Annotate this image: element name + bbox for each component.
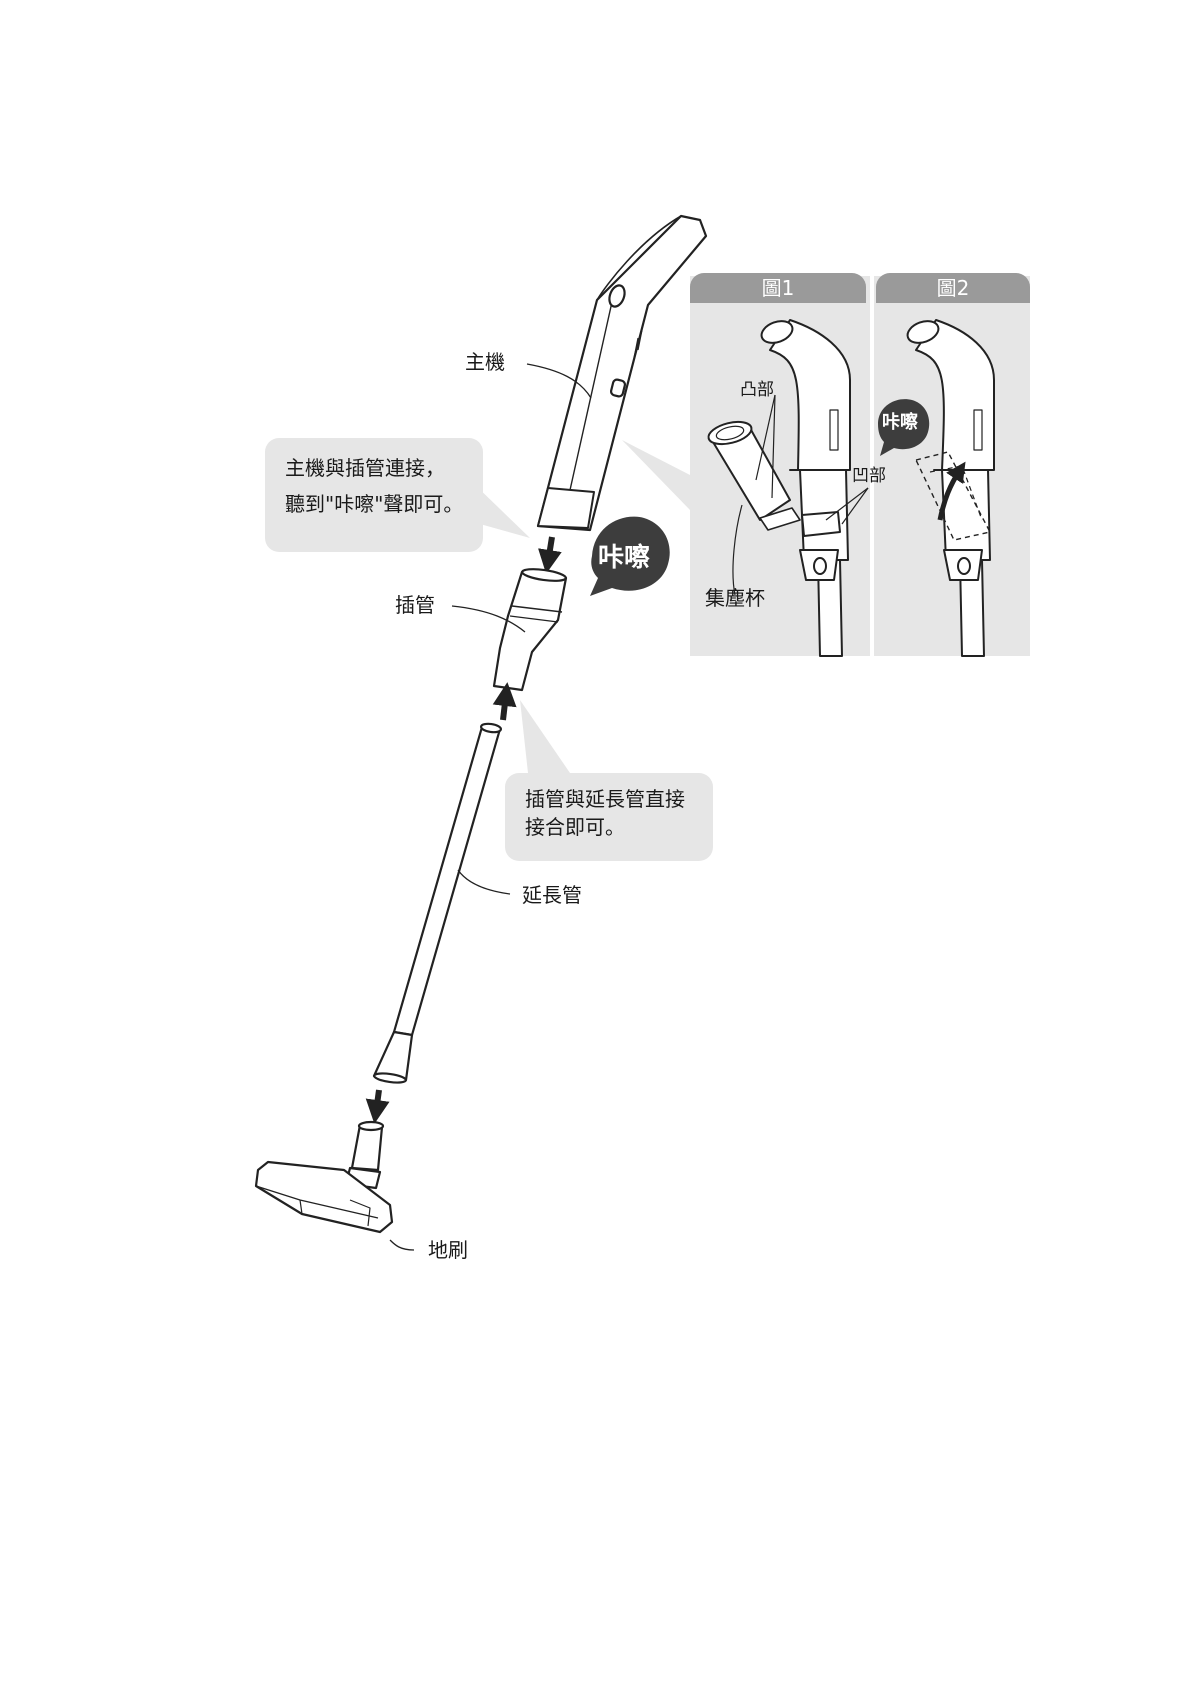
callout-tube-connect-line1: 插管與延長管直接 <box>525 785 693 813</box>
callout-tube-connect-line2: 接合即可。 <box>525 813 693 841</box>
callout-tube-connect: 插管與延長管直接 接合即可。 <box>505 773 713 861</box>
label-main-unit: 主機 <box>465 352 505 372</box>
label-floor-brush: 地刷 <box>428 1240 468 1260</box>
fig1-title-tab: 圖1 <box>690 273 866 303</box>
label-connector: 插管 <box>395 595 435 615</box>
extension-tube-illustration <box>374 723 502 1085</box>
arrow-main-to-connector <box>548 537 552 562</box>
callout-pointer-tube <box>520 700 570 773</box>
fig2-title-tab: 圖2 <box>876 273 1030 303</box>
label-dust-cup: 集塵杯 <box>705 588 765 608</box>
callout-main-connect: 主機與插管連接， 聽到"咔嚓"聲即可。 <box>265 438 483 552</box>
floor-brush-illustration <box>256 1122 392 1232</box>
click-badge-fig2-text: 咔嚓 <box>882 414 918 432</box>
inset-pointer <box>622 440 690 510</box>
arrow-tube-to-connector <box>503 694 506 720</box>
arrow-tube-to-brush <box>376 1090 379 1112</box>
callout-main-connect-line1: 主機與插管連接， <box>285 450 463 486</box>
click-badge-main-text: 咔嚓 <box>598 545 650 571</box>
label-extension-tube: 延長管 <box>522 885 582 905</box>
callout-main-connect-line2: 聽到"咔嚓"聲即可。 <box>285 486 463 522</box>
connector-illustration <box>494 567 566 690</box>
label-protrusion: 凸部 <box>740 382 774 399</box>
label-recess: 凹部 <box>852 468 886 485</box>
